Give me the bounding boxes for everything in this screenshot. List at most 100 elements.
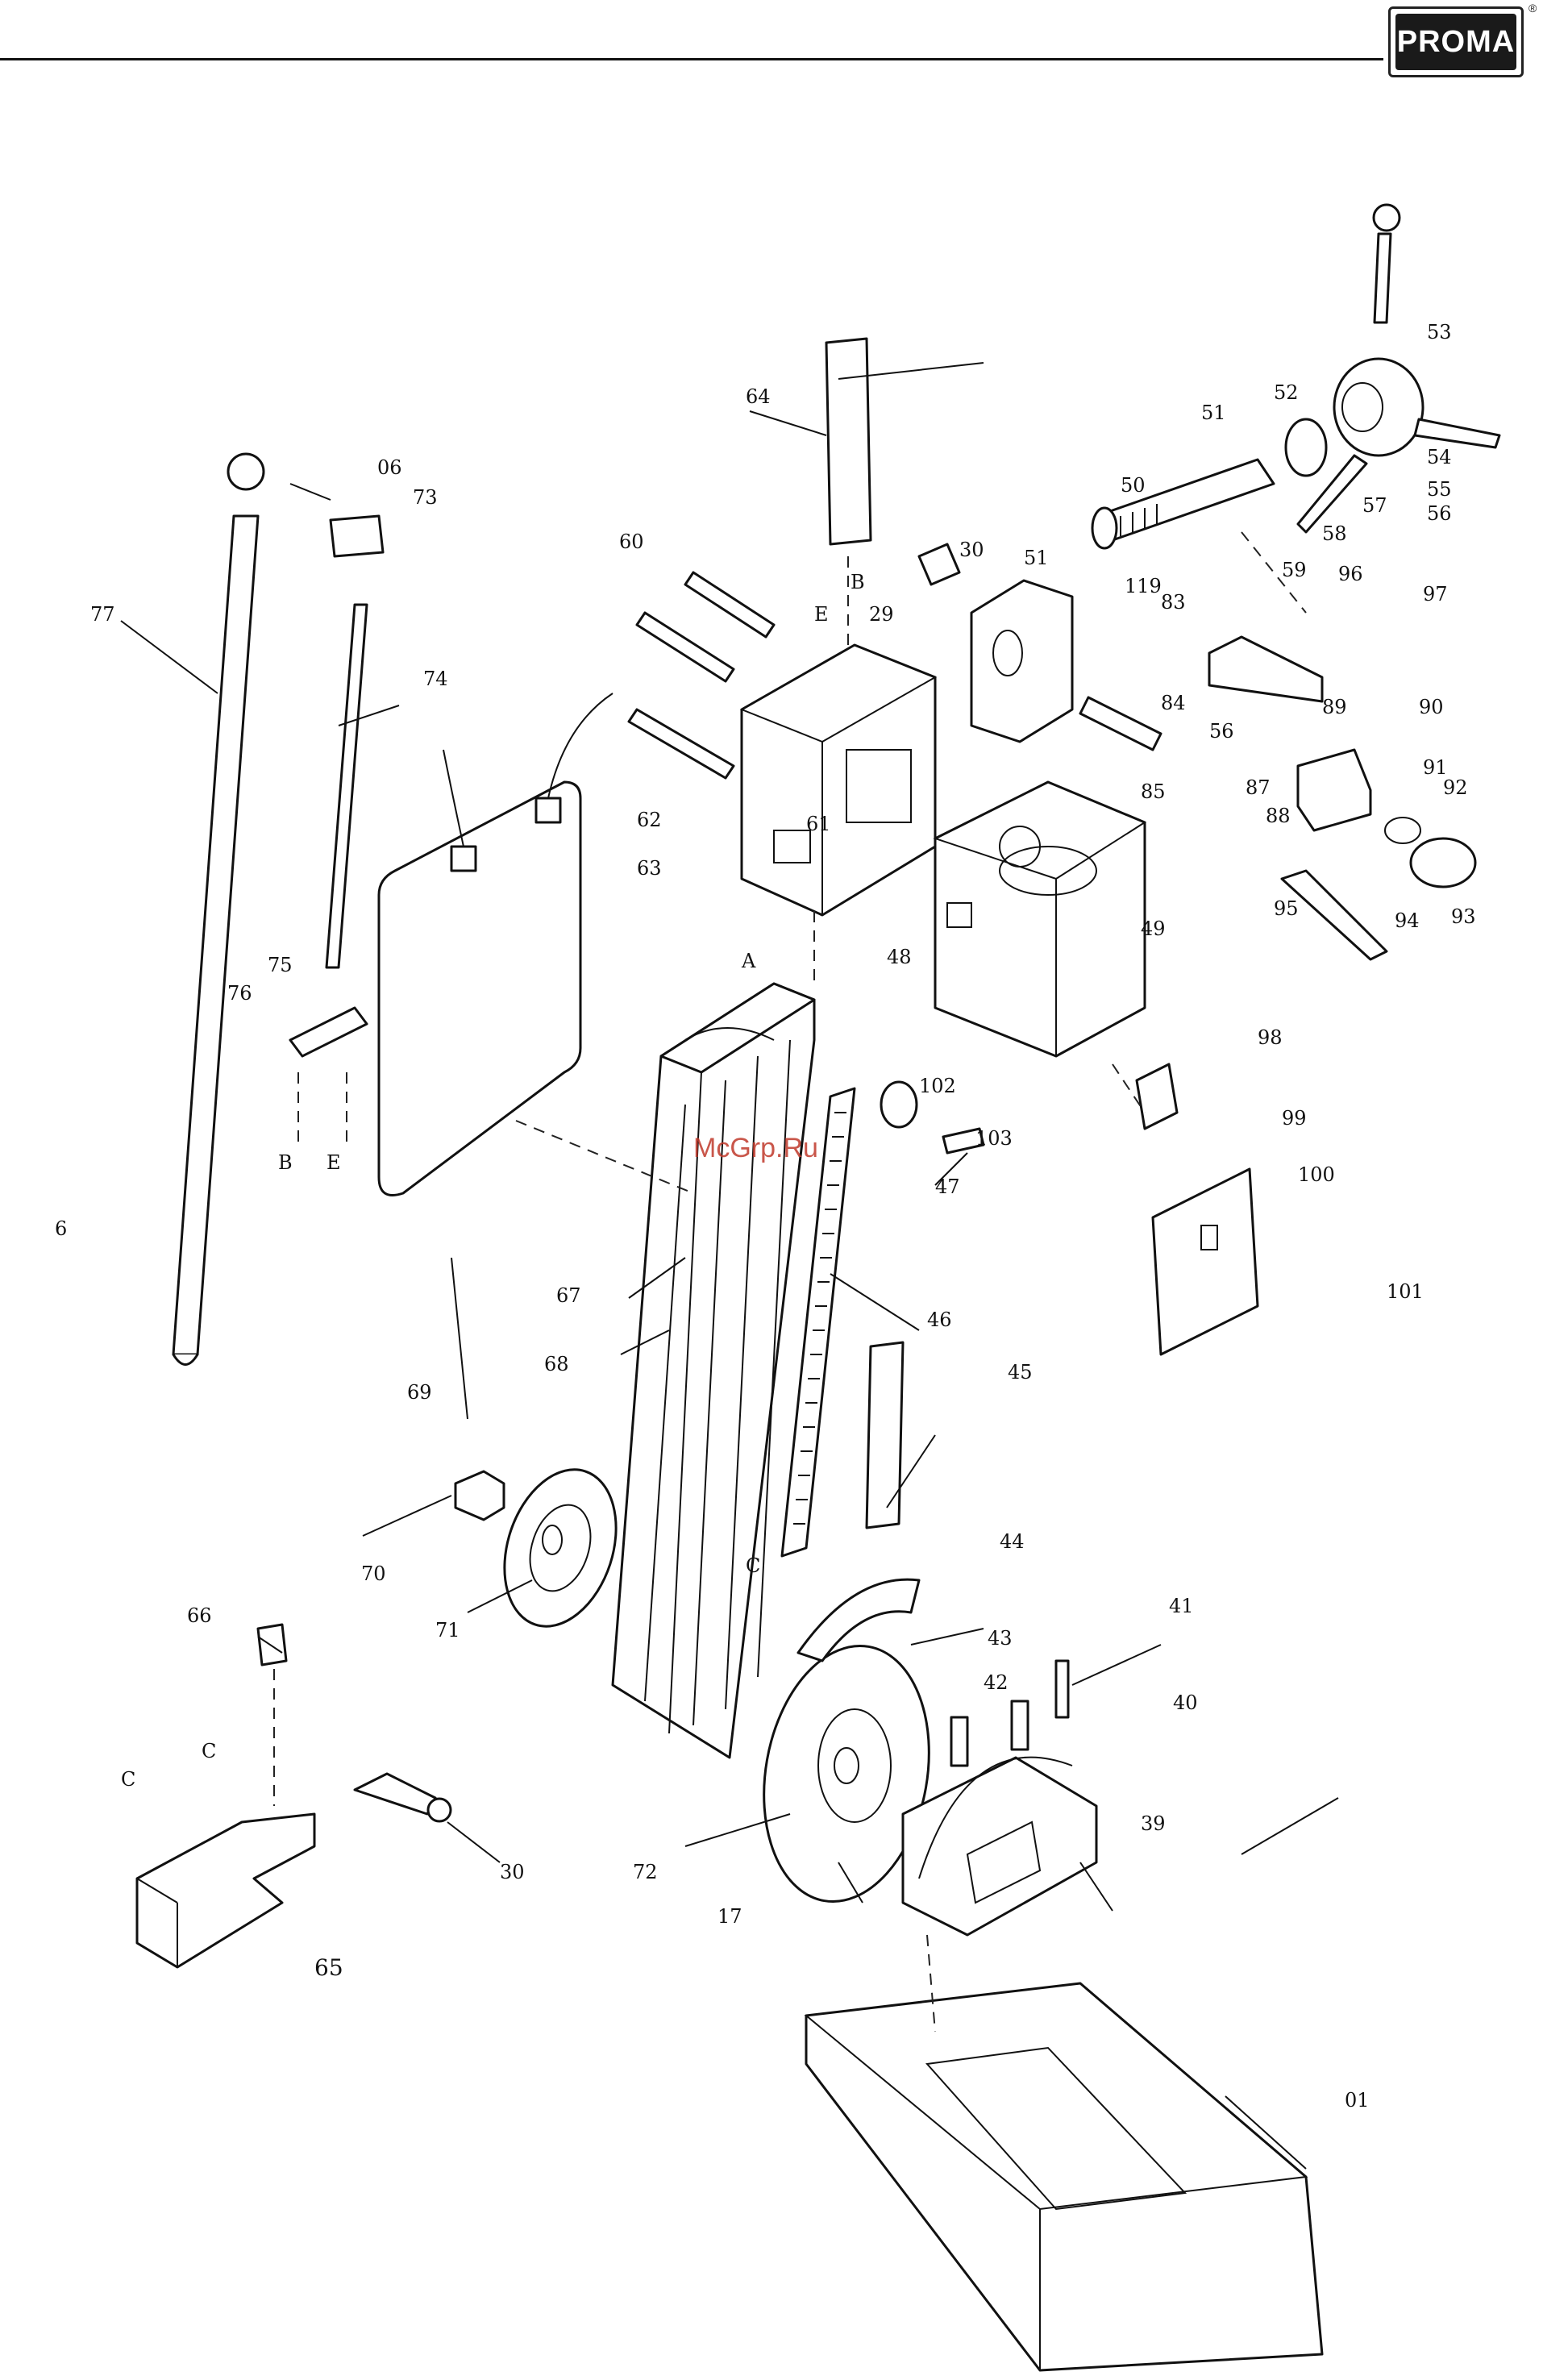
callout-48: 48 <box>887 946 912 968</box>
callout-58: 58 <box>1322 522 1347 545</box>
callout-43: 43 <box>988 1627 1013 1650</box>
callout-98: 98 <box>1258 1026 1283 1049</box>
flange-plate <box>971 580 1072 742</box>
callout-30-lower: 30 <box>500 1861 525 1883</box>
callout-52: 52 <box>1274 381 1299 404</box>
cover-plate <box>1209 637 1322 701</box>
pin-42 <box>1012 1701 1028 1750</box>
callout-41: 41 <box>1169 1595 1194 1617</box>
assembly-letter-e2: E <box>814 603 829 626</box>
callout-51-flange: 51 <box>1024 547 1049 569</box>
callout-51-top: 51 <box>1201 402 1226 424</box>
assembly-letter-b2: B <box>851 571 865 593</box>
screw-41 <box>1056 1661 1068 1717</box>
access-door <box>1153 1169 1258 1354</box>
callout-94: 94 <box>1395 909 1420 932</box>
callout-87: 87 <box>1246 776 1271 799</box>
assembly-letter-e1: E <box>326 1151 341 1174</box>
long-rod <box>173 454 264 1365</box>
callout-63: 63 <box>637 857 662 880</box>
rack-bar <box>867 1342 903 1528</box>
small-block <box>331 516 383 556</box>
pin-43 <box>951 1717 967 1766</box>
callout-68: 68 <box>544 1353 569 1375</box>
bracket-block <box>290 1008 367 1056</box>
callout-99: 99 <box>1282 1107 1307 1130</box>
callout-102: 102 <box>919 1075 956 1097</box>
callout-96: 96 <box>1338 563 1363 585</box>
callout-64: 64 <box>746 385 771 408</box>
callout-46: 46 <box>927 1309 952 1331</box>
callout-57: 57 <box>1362 494 1387 517</box>
spindle-sleeve <box>1092 460 1274 548</box>
bearing-ring <box>1286 419 1326 476</box>
callout-39: 39 <box>1141 1812 1166 1835</box>
callout-73: 73 <box>413 486 438 509</box>
callout-47: 47 <box>935 1175 960 1198</box>
screw-84 <box>1080 697 1161 750</box>
handle-30-top <box>919 544 959 585</box>
callout-83: 83 <box>1161 591 1186 614</box>
callout-44: 44 <box>1000 1530 1025 1553</box>
callout-30-top: 30 <box>959 539 984 561</box>
callout-65: 65 <box>314 1954 343 1981</box>
callout-90: 90 <box>1419 696 1444 718</box>
watermark-text: McGrp.Ru <box>693 1133 818 1163</box>
callout-06: 06 <box>377 456 402 479</box>
callout-56-top: 56 <box>1427 502 1452 525</box>
callout-17: 17 <box>717 1905 742 1928</box>
top-bar <box>826 339 871 544</box>
callout-54: 54 <box>1427 446 1452 468</box>
callout-6: 6 <box>55 1217 67 1240</box>
assembly-letter-c2: C <box>202 1740 216 1762</box>
pivot-bracket <box>903 1758 1096 1935</box>
head-housing <box>935 782 1145 1056</box>
hex-nut <box>455 1471 504 1520</box>
hand-wheel <box>485 1455 634 1641</box>
callout-88: 88 <box>1266 805 1291 827</box>
clamp-block <box>1298 750 1370 830</box>
callout-50: 50 <box>1121 474 1146 497</box>
callout-119: 119 <box>1125 575 1162 597</box>
callout-97: 97 <box>1423 583 1448 605</box>
callout-59: 59 <box>1282 559 1307 581</box>
lock-knob <box>1411 838 1475 887</box>
knob-ring <box>1385 818 1420 843</box>
callout-29: 29 <box>869 603 894 626</box>
thin-rod <box>326 605 367 967</box>
callout-101: 101 <box>1387 1280 1424 1303</box>
feed-hub <box>1298 359 1499 532</box>
assembly-letter-c3: C <box>746 1554 760 1577</box>
bolt-60 <box>685 572 774 637</box>
callout-40: 40 <box>1173 1691 1198 1714</box>
carriage-block <box>742 645 935 915</box>
callout-103: 103 <box>975 1127 1013 1150</box>
callout-45: 45 <box>1008 1361 1033 1383</box>
callout-93: 93 <box>1451 905 1476 928</box>
slide-block <box>137 1814 314 1967</box>
callout-01: 01 <box>1345 2089 1370 2112</box>
door-hinge <box>1137 1064 1177 1129</box>
callout-61: 61 <box>806 813 831 835</box>
callout-42: 42 <box>984 1671 1009 1694</box>
callout-60: 60 <box>619 531 644 553</box>
small-plate <box>258 1625 286 1665</box>
callout-92: 92 <box>1443 776 1468 799</box>
top-cap <box>1374 205 1400 231</box>
callout-76: 76 <box>227 982 252 1005</box>
callout-84: 84 <box>1161 692 1186 714</box>
callout-55: 55 <box>1427 478 1452 501</box>
callout-74: 74 <box>423 668 448 690</box>
angle-handle <box>355 1774 451 1821</box>
coolant-tank <box>379 693 613 1196</box>
callout-100: 100 <box>1298 1163 1335 1186</box>
assembly-letter-b1: B <box>278 1151 293 1174</box>
top-screw <box>1375 234 1391 322</box>
callout-91: 91 <box>1423 756 1448 779</box>
callout-49: 49 <box>1141 917 1166 940</box>
base-casting <box>806 1983 1322 2370</box>
callout-71: 71 <box>435 1619 460 1641</box>
callout-66: 66 <box>187 1604 212 1627</box>
assembly-letter-a: A <box>741 950 756 972</box>
